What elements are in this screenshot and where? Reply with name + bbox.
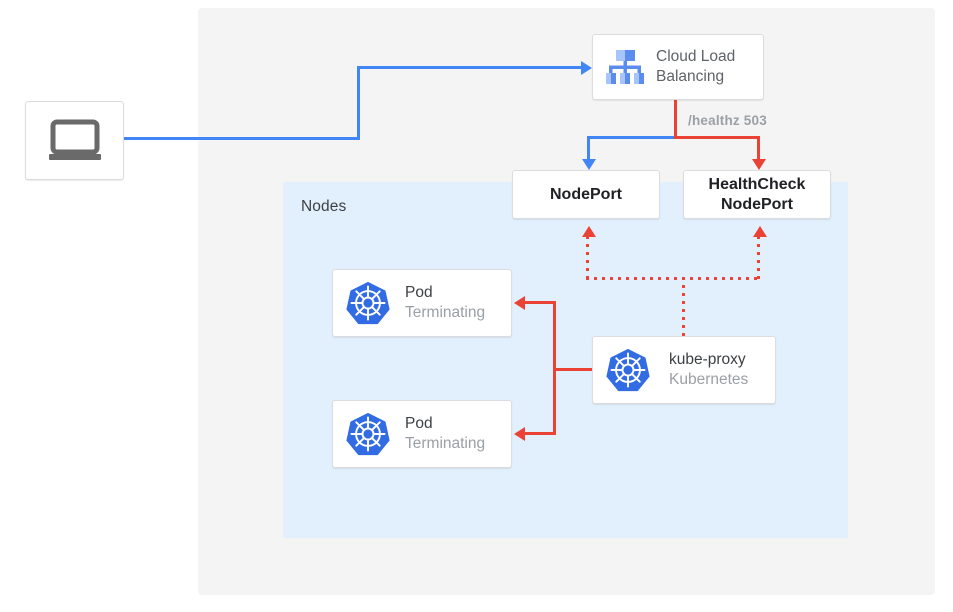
client-card[interactable]: [25, 101, 124, 180]
edge-kubeproxy-dotted-vertical-stem: [682, 277, 685, 336]
pod-1-status: Terminating: [405, 304, 486, 321]
nodeport-label: NodePort: [550, 185, 622, 203]
pod-card-2[interactable]: Pod Terminating: [332, 400, 512, 468]
edge-client-to-lb-horizontal-2: [357, 66, 581, 69]
kubernetes-icon: [346, 281, 390, 325]
pod-2-text: Pod Terminating: [405, 414, 485, 453]
cloud-load-balancing-title-line2: Balancing: [656, 68, 725, 85]
edge-healthz-arrowhead: [751, 159, 766, 170]
edge-client-to-lb-arrowhead: [581, 60, 592, 75]
pod-card-1[interactable]: Pod Terminating: [332, 269, 512, 337]
kube-proxy-subtitle: Kubernetes: [669, 371, 749, 388]
healthcheck-nodeport-label-line2: NodePort: [720, 195, 793, 213]
pod-2-status: Terminating: [405, 435, 486, 452]
edge-kubeproxy-to-pods-spine: [553, 301, 556, 435]
edge-kubeproxy-dotted-to-hcnodeport: [757, 236, 760, 279]
edge-client-to-lb-horizontal-1: [124, 137, 360, 140]
edge-kubeproxy-to-pod1: [525, 301, 555, 304]
edge-kubeproxy-to-nodeport-arrowhead: [581, 226, 596, 237]
kubernetes-icon: [606, 348, 650, 392]
pod-1-title: Pod: [405, 284, 433, 302]
edge-client-to-lb-vertical: [357, 66, 360, 140]
edge-kubeproxy-dotted-to-nodeport: [586, 236, 589, 279]
edge-lb-to-nodeport-horizontal: [587, 136, 676, 139]
pod-2-title: Pod: [405, 415, 433, 433]
kubernetes-icon: [346, 412, 390, 456]
edge-kubeproxy-to-pods-stem: [554, 368, 594, 371]
kube-proxy-text: kube-proxy Kubernetes: [669, 350, 748, 389]
edge-pod1-arrowhead: [514, 295, 525, 310]
edge-lb-to-nodeport-vertical: [587, 136, 590, 161]
edge-healthz-vertical-to-hcnodeport: [757, 136, 760, 161]
pod-1-text: Pod Terminating: [405, 283, 485, 322]
edge-healthz-label: /healthz 503: [688, 113, 767, 128]
healthcheck-nodeport-text: HealthCheck NodePort: [709, 175, 806, 213]
kube-proxy-card[interactable]: kube-proxy Kubernetes: [592, 336, 776, 404]
edge-kubeproxy-to-hcnodeport-arrowhead: [752, 226, 767, 237]
edge-kubeproxy-to-pod2: [525, 432, 555, 435]
kube-proxy-title: kube-proxy: [669, 351, 746, 369]
healthcheck-nodeport-card[interactable]: HealthCheck NodePort: [683, 170, 831, 219]
edge-pod2-arrowhead: [514, 426, 525, 441]
load-balancer-icon: [606, 50, 644, 84]
healthcheck-nodeport-label-line1: HealthCheck: [708, 176, 806, 194]
edge-kubeproxy-dotted-horizontal: [586, 277, 761, 280]
nodeport-card[interactable]: NodePort: [512, 170, 660, 219]
cloud-load-balancing-title-line1: Cloud Load: [656, 48, 736, 66]
cloud-load-balancing-card[interactable]: Cloud Load Balancing: [592, 34, 764, 100]
edge-lb-to-nodeport-arrowhead: [581, 159, 596, 170]
edge-healthz-vertical-from-lb: [674, 100, 677, 139]
nodes-panel-label: Nodes: [301, 198, 347, 215]
edge-healthz-horizontal: [674, 136, 760, 139]
laptop-icon: [48, 119, 101, 160]
cloud-load-balancing-text: Cloud Load Balancing: [656, 47, 735, 86]
